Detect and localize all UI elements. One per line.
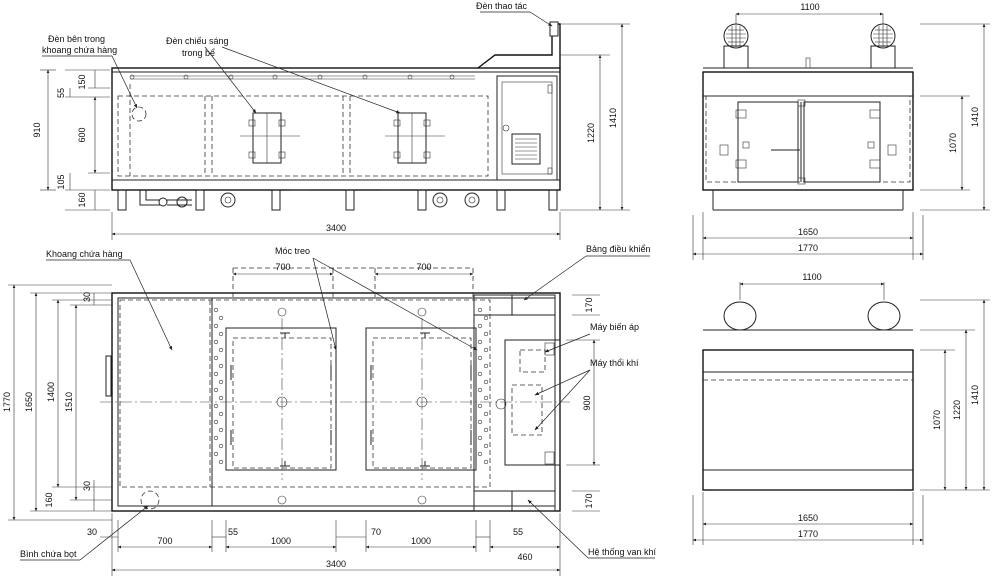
side-dim-910: 910 — [32, 122, 42, 137]
end-top-dim-1100: 1100 — [800, 2, 819, 12]
hook-rack-left-side — [240, 112, 300, 164]
plan-view: 700 700 1770 1650 1400 1510 30 30 160 17… — [2, 244, 657, 576]
side-dim-600: 600 — [77, 127, 87, 142]
side-dim-105: 105 — [56, 174, 66, 189]
plan-dim-1770: 1770 — [2, 392, 12, 412]
end-bottom-dim-1770: 1770 — [798, 529, 818, 539]
end-view-top: 1100 1410 1070 1650 1770 — [692, 2, 990, 260]
end-top-dim-1410: 1410 — [970, 107, 980, 127]
end-top-dim-1070: 1070 — [948, 133, 958, 153]
plan-bottom-700: 700 — [157, 536, 172, 546]
plan-dim-900: 900 — [582, 395, 592, 410]
label-blower: Máy thổi khí — [590, 358, 639, 368]
side-dim-3400: 3400 — [326, 223, 346, 233]
side-dim-160: 160 — [77, 192, 87, 207]
plan-bottom-70: 70 — [371, 527, 381, 537]
perforated-panel-left — [213, 307, 224, 465]
label-cargo-light-1: Đèn bên trong — [48, 34, 105, 44]
plan-bottom-30: 30 — [87, 527, 97, 537]
side-elevation-view: 150 55 600 105 160 910 1220 1410 3400 Đè… — [32, 1, 630, 240]
label-tank-light-1: Đèn chiếu sáng — [166, 36, 229, 46]
label-cargo-light-2: khoang chứa hàng — [42, 45, 117, 55]
label-cargo-compartment: Khoang chứa hàng — [46, 249, 123, 259]
side-dim-1410: 1410 — [608, 108, 618, 128]
side-dim-1220: 1220 — [586, 123, 596, 143]
side-dim-55: 55 — [56, 88, 66, 98]
end-bottom-dim-1650: 1650 — [798, 513, 818, 523]
end-top-dim-1650: 1650 — [798, 227, 818, 237]
label-control-panel: Bảng điều khiển — [586, 244, 651, 254]
hook-rack-right-side — [385, 112, 445, 164]
plan-dim-1400: 1400 — [46, 382, 56, 402]
label-tank-light-2: trong bể — [182, 48, 215, 58]
plan-bottom-1000-left: 1000 — [271, 536, 291, 546]
side-dim-150: 150 — [77, 74, 87, 89]
plan-dim-1510: 1510 — [64, 392, 74, 412]
end-top-dim-1770: 1770 — [798, 243, 818, 253]
plan-dim-170-top: 170 — [584, 297, 594, 312]
perforated-panel-right — [477, 307, 489, 465]
plan-bottom-55-right: 55 — [513, 527, 523, 537]
plan-dim-30-bottom: 30 — [82, 481, 92, 491]
plan-dim-1650: 1650 — [24, 392, 34, 412]
label-hanging-hook: Móc treo — [275, 246, 310, 256]
plan-dim-700-left: 700 — [275, 262, 290, 272]
end-bottom-dim-1220: 1220 — [952, 400, 962, 420]
end-view-bottom: 1100 1070 1220 1410 1650 1770 — [692, 272, 990, 545]
plan-bottom-55-left: 55 — [228, 527, 238, 537]
plan-dim-30-top: 30 — [82, 292, 92, 302]
end-bottom-dim-1410: 1410 — [970, 385, 980, 405]
plan-bottom-1000-right: 1000 — [411, 536, 431, 546]
plan-bottom-3400: 3400 — [326, 559, 346, 569]
label-transformer: Máy biến áp — [590, 322, 639, 332]
plan-dim-700-right: 700 — [416, 262, 431, 272]
label-operator-light: Đèn thao tác — [476, 1, 528, 11]
plan-bottom-460: 460 — [517, 552, 532, 562]
end-bottom-dim-1070: 1070 — [932, 410, 942, 430]
plan-dim-160: 160 — [44, 492, 54, 507]
label-air-valve-system: Hệ thống van khí — [588, 547, 657, 557]
plan-dim-170-bottom: 170 — [584, 493, 594, 508]
label-foam-tank: Bình chứa bọt — [20, 549, 77, 559]
end-bottom-dim-1100: 1100 — [802, 272, 821, 282]
